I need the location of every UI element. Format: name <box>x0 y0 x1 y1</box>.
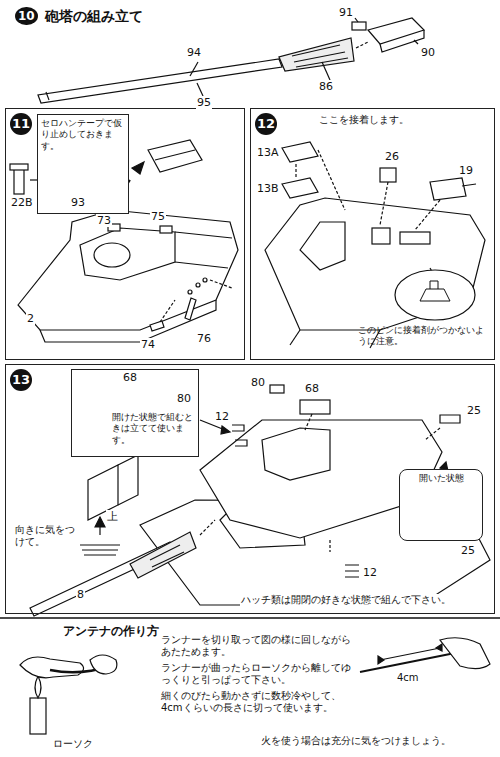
callout-number: 76 <box>196 332 212 345</box>
callout-number: 12 <box>362 566 378 579</box>
callout-number: 25 <box>460 544 476 557</box>
note-text: 開けた状態で組むときは立てて使います。 <box>112 412 194 446</box>
callout-number: 75 <box>150 210 166 223</box>
callout-number: 68 <box>122 371 138 384</box>
callout-number: 95 <box>196 96 212 109</box>
note-text: 細くのびたら動かさずに数秒冷やして、4cmくらいの長さに切って使います。 <box>160 690 352 714</box>
callout-number: 90 <box>420 46 436 59</box>
callout-number: 74 <box>140 338 156 351</box>
note-text: 開いた状態 <box>402 473 480 484</box>
step-panel: 11 セロハンテープで仮り止めしておきます。 <box>5 108 245 360</box>
callout-number: 73 <box>96 214 112 227</box>
part-name: ローソク <box>52 738 94 750</box>
callout-number: 22B <box>10 196 34 209</box>
callout-number: 91 <box>338 6 354 19</box>
callout-number: 68 <box>304 382 320 395</box>
step-number: 12 <box>255 113 277 135</box>
note-text: 火を使う場合は充分に気をつけましょう。 <box>260 735 452 747</box>
note-text: 向きに気をつけて。 <box>14 524 78 548</box>
bubble-outline <box>356 267 494 323</box>
step-title: 砲塔の組み立て <box>44 8 144 25</box>
callout-number: 2 <box>26 312 35 325</box>
note-text: セロハンテープで仮り止めしておきます。 <box>41 118 125 152</box>
callout-number: 13B <box>256 182 280 195</box>
direction-mark: 上 <box>106 510 119 523</box>
step-number: 11 <box>10 113 32 135</box>
callout-number: 86 <box>318 80 334 93</box>
dimension: 4cm <box>396 672 420 684</box>
note-text: このピンに接着剤がつかないように注意。 <box>358 325 492 348</box>
step-panel: 13 開けた状態で組むときは立てて使います。開いた状態 <box>5 364 495 614</box>
note-text: ここを接着します。 <box>318 114 410 126</box>
callout-number: 8 <box>76 588 85 601</box>
callout-number: 80 <box>176 392 192 405</box>
callout-number: 19 <box>458 164 474 177</box>
callout-number: 94 <box>186 46 202 59</box>
note-text: ランナーを切り取って図の様に回しながらあたためます。 <box>160 634 352 658</box>
callout-number: 93 <box>70 196 86 209</box>
note-text: ハッチ類は開閉の好きな状態で組んで下さい。 <box>240 594 452 606</box>
callout-number: 80 <box>250 376 266 389</box>
callout-number: 12 <box>214 410 230 423</box>
note-text: ランナーが曲ったらローソクから離してゆっくりと引っぱって下さい。 <box>160 662 352 686</box>
callout-number: 26 <box>384 150 400 163</box>
step-number: 10 <box>15 7 38 25</box>
step-panel: 12 このピンに接着剤がつかないように注意。 <box>250 108 495 360</box>
step-number: 13 <box>10 369 32 391</box>
callout-number: 13A <box>256 146 280 159</box>
section-heading: アンテナの作り方 <box>62 624 160 638</box>
callout-number: 25 <box>466 404 482 417</box>
inset-box: 開いた状態 <box>399 469 483 541</box>
detail-bubble: このピンに接着剤がつかないように注意。 <box>356 267 494 357</box>
